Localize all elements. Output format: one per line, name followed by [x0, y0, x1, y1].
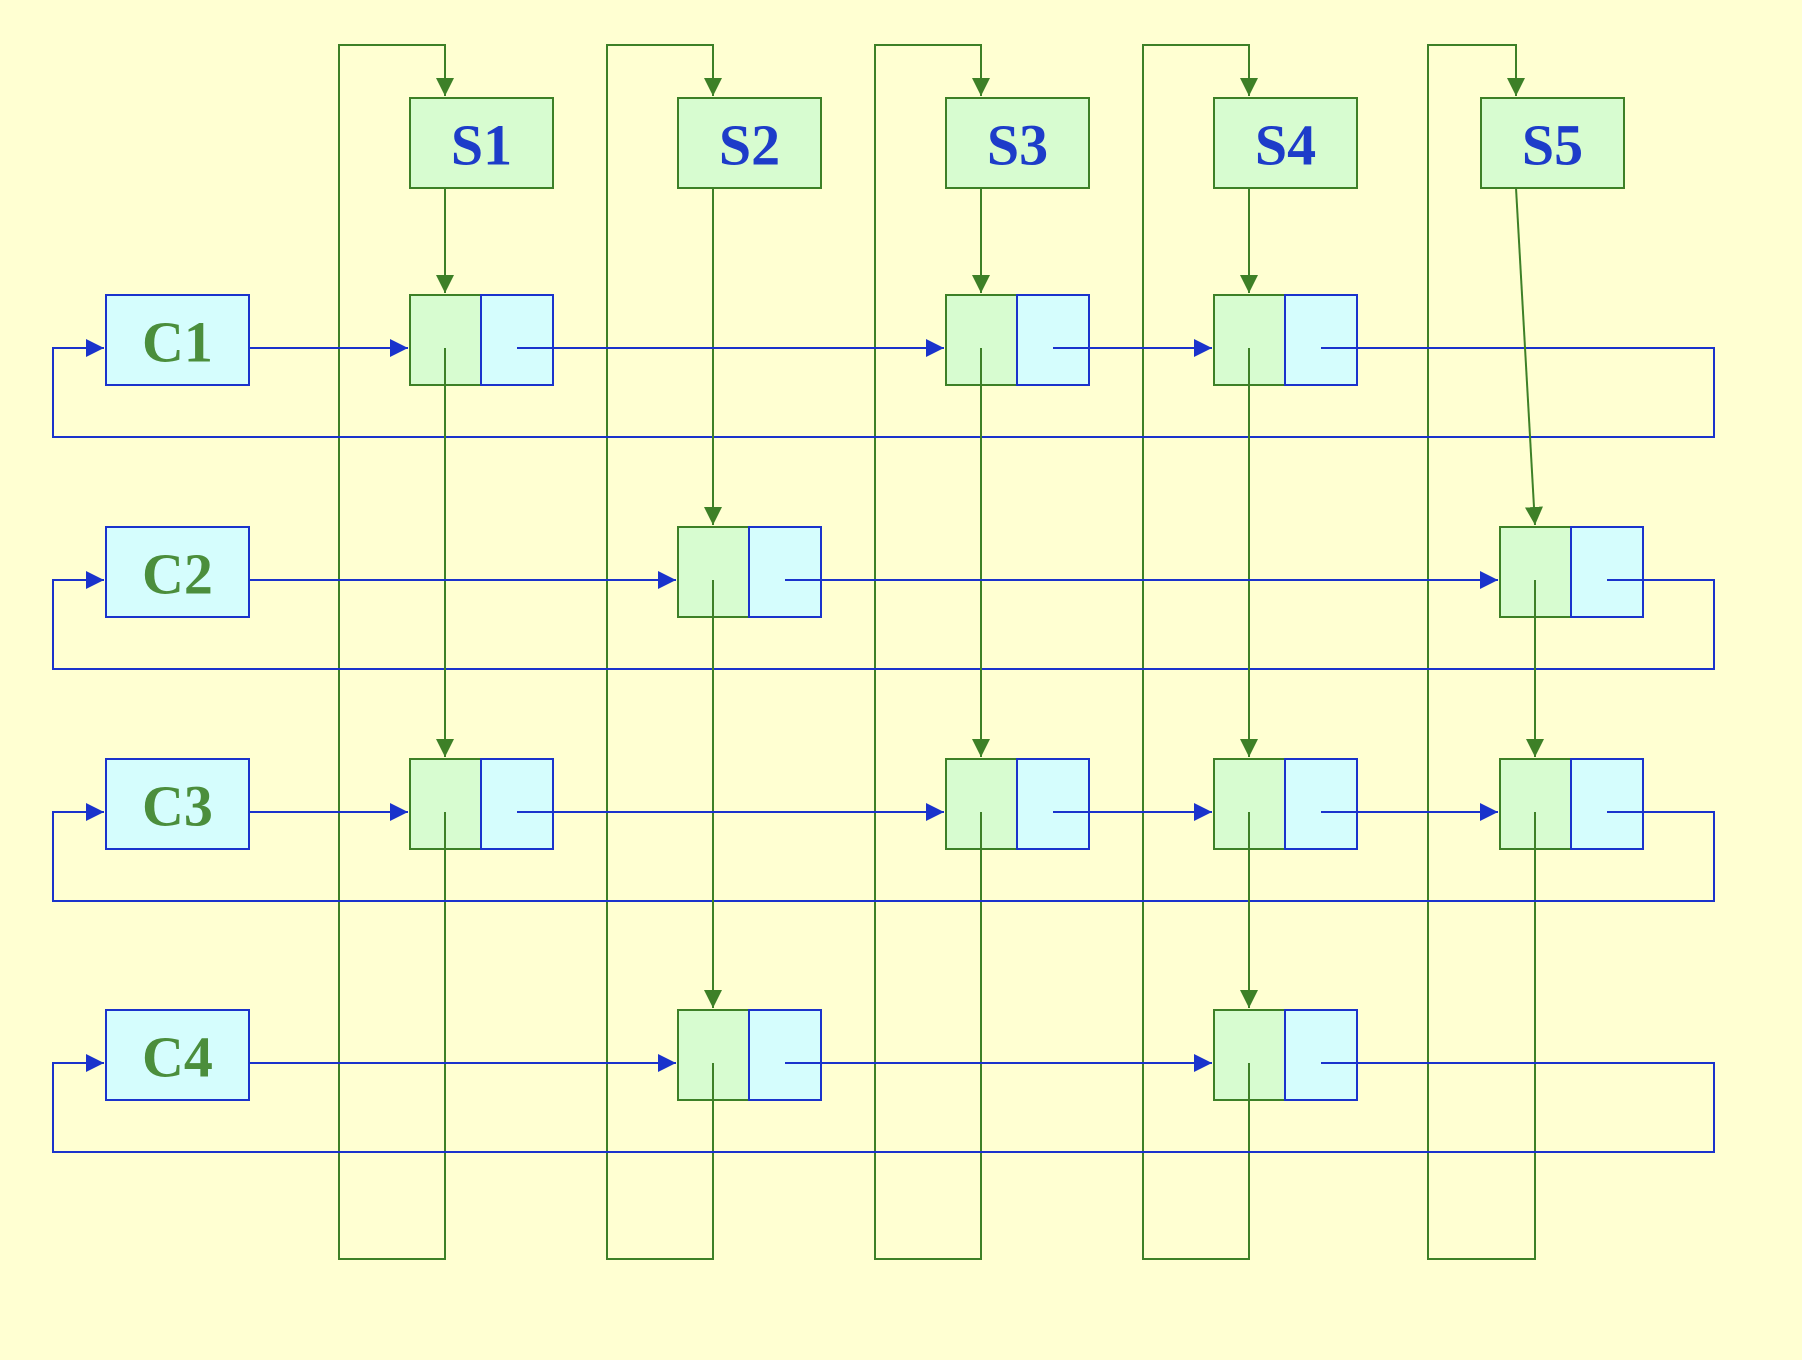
column-loop-s5	[1427, 44, 1536, 1260]
student-header-s3: S3	[945, 97, 1090, 189]
node-c4-s4	[1213, 1009, 1358, 1101]
node-right-cell	[480, 294, 554, 386]
course-header-box	[105, 526, 250, 618]
node-right-cell	[1570, 758, 1644, 850]
column-loop-s2	[606, 44, 722, 1260]
node-c1-s4	[1213, 294, 1358, 386]
student-header-box	[409, 97, 554, 189]
course-header-c1: C1	[105, 294, 250, 386]
node-c3-s4	[1213, 758, 1358, 850]
student-header-box	[1213, 97, 1358, 189]
node-c1-s3	[945, 294, 1090, 386]
node-c1-s1	[409, 294, 554, 386]
course-header-c2: C2	[105, 526, 250, 618]
student-header-s1: S1	[409, 97, 554, 189]
student-header-box	[1480, 97, 1625, 189]
node-right-cell	[1284, 758, 1358, 850]
course-header-label: C3	[142, 774, 213, 839]
student-header-label: S4	[1255, 113, 1316, 178]
column-link-s5	[1515, 187, 1543, 526]
node-right-cell	[1284, 1009, 1358, 1101]
node-right-cell	[1570, 526, 1644, 618]
column-loop-s4	[1142, 44, 1258, 1260]
row-loop-c3	[52, 803, 1715, 902]
node-c2-s2	[677, 526, 822, 618]
node-right-cell	[1016, 758, 1090, 850]
node-c2-s5	[1499, 526, 1644, 618]
course-header-box	[105, 758, 250, 850]
row-loop-c2	[52, 571, 1715, 670]
node-right-cell	[1016, 294, 1090, 386]
student-header-s2: S2	[677, 97, 822, 189]
row-loop-c1	[52, 339, 1715, 438]
column-loop-s1	[338, 44, 454, 1260]
student-header-s5: S5	[1480, 97, 1625, 189]
link-lines	[52, 44, 1715, 1260]
course-header-label: C1	[142, 310, 213, 375]
student-header-box	[945, 97, 1090, 189]
course-header-box	[105, 1009, 250, 1101]
student-header-label: S1	[451, 113, 512, 178]
node-right-cell	[480, 758, 554, 850]
course-header-label: C4	[142, 1025, 213, 1090]
course-header-box	[105, 294, 250, 386]
course-header-c3: C3	[105, 758, 250, 850]
node-c4-s2	[677, 1009, 822, 1101]
node-right-cell	[748, 1009, 822, 1101]
course-header-c4: C4	[105, 1009, 250, 1101]
student-header-label: S2	[719, 113, 780, 178]
column-loop-s3	[874, 44, 990, 1260]
student-header-label: S3	[987, 113, 1048, 178]
node-right-cell	[1284, 294, 1358, 386]
link-arrows	[249, 187, 1544, 1072]
student-header-box	[677, 97, 822, 189]
node-c3-s3	[945, 758, 1090, 850]
student-header-s4: S4	[1213, 97, 1358, 189]
row-loop-c4	[52, 1054, 1715, 1153]
node-c3-s5	[1499, 758, 1644, 850]
node-c3-s1	[409, 758, 554, 850]
course-header-label: C2	[142, 542, 213, 607]
student-header-label: S5	[1522, 113, 1583, 178]
node-right-cell	[748, 526, 822, 618]
